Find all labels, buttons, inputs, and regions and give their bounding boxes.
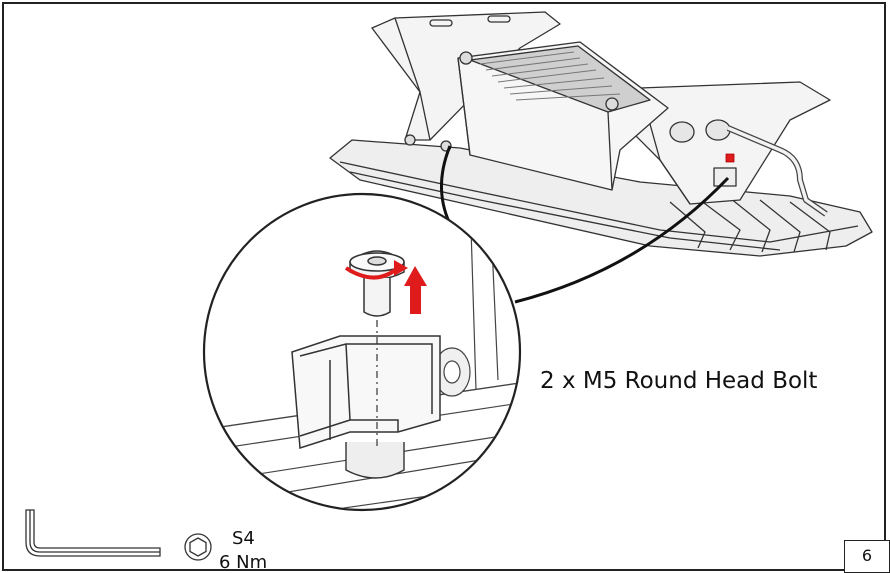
hex-key-size: S4 [232,528,255,549]
hex-socket-icon [184,533,212,561]
lift-arrow [404,266,427,314]
luminaire-drawing [329,11,873,257]
hex-key-icon [25,509,161,557]
housing-rim [339,161,859,243]
rotation-arrow-head [394,260,408,276]
leader-line-right [514,176,730,304]
detail-magnifier [202,192,522,512]
clip-small [713,167,737,187]
cable-gland-right [705,119,731,141]
heatsink-fin [699,199,741,251]
cable-gland-left [669,121,695,143]
torque-value: 6 Nm [219,552,268,573]
driver-top [469,45,651,113]
page-number: 6 [844,540,890,573]
bolt-callout: 2 x M5 Round Head Bolt [540,368,818,394]
u-clip [291,335,441,450]
